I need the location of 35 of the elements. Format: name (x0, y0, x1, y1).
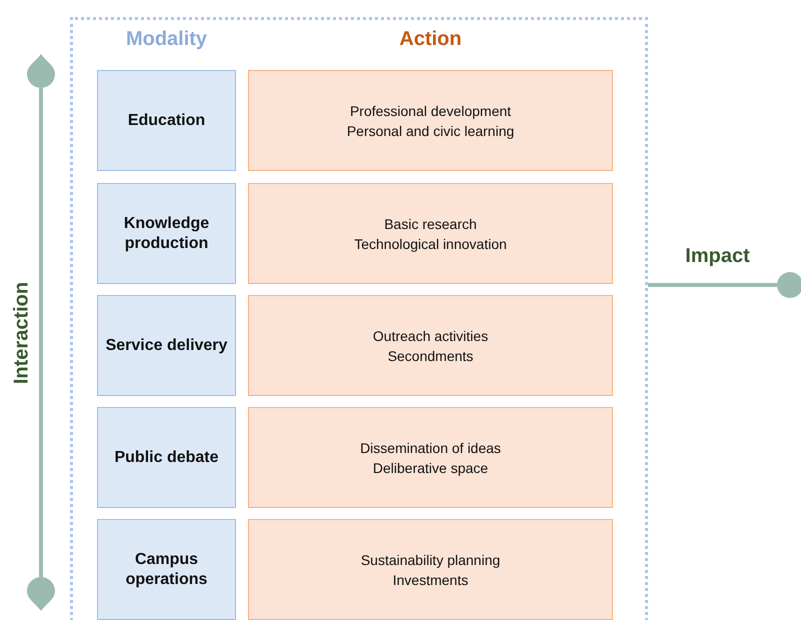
action-item: Sustainability planning (360, 550, 500, 570)
edge-label: Interaction (10, 281, 34, 384)
modality-box (97, 519, 236, 620)
connector-line (648, 283, 777, 287)
action-item: Secondments (388, 346, 474, 366)
edge-label: Impact (685, 245, 750, 268)
action-box (248, 407, 613, 508)
modality-label: Service delivery (104, 336, 228, 356)
action-box (248, 295, 613, 396)
action-item: Investments (392, 570, 468, 590)
action-item: Personal and civic learning (346, 122, 514, 140)
column-header: Action (399, 28, 462, 51)
action-item: Outreach activities (372, 326, 488, 346)
action-item: Basic research (384, 214, 477, 234)
modality-label: Knowledge production (122, 214, 210, 254)
end-circle (777, 272, 801, 298)
modality-box (97, 183, 236, 284)
modality-label: Campus operations (124, 550, 208, 590)
action-item: Professional development (350, 102, 512, 120)
teardrop-shape (27, 54, 55, 88)
modality-label: Public debate (113, 448, 220, 468)
dotted-frame (70, 17, 648, 620)
modality-box (97, 70, 236, 171)
action-item: Dissemination of ideas (360, 438, 501, 458)
action-item: Technological innovation (354, 234, 507, 254)
connector-line (39, 88, 43, 577)
column-header: Modality (126, 28, 208, 51)
modality-box (97, 407, 236, 508)
teardrop-shape (27, 577, 55, 611)
action-item: Deliberative space (372, 458, 488, 478)
action-box (248, 519, 613, 620)
action-box (248, 183, 613, 284)
modality-box (97, 295, 236, 396)
action-box (248, 70, 613, 171)
modality-label: Education (126, 110, 206, 130)
